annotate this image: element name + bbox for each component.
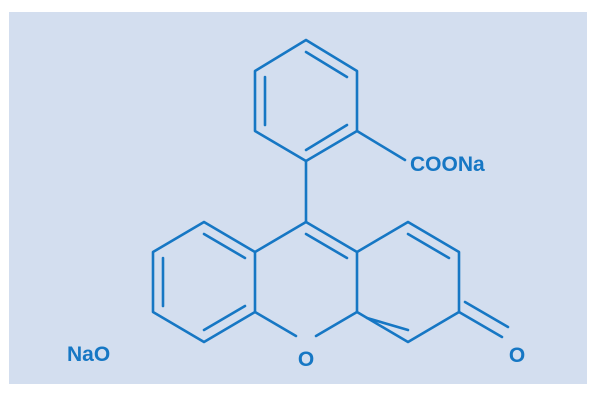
left-double-bond-2 xyxy=(202,304,247,332)
carbonyl-bond-2 xyxy=(463,300,510,329)
carboxylate-bond xyxy=(355,129,407,162)
benzoate-ring-outline xyxy=(253,38,359,163)
central-bond-right-oxygen xyxy=(314,310,359,338)
benzoate-double-bond-1 xyxy=(304,50,349,79)
left-ring-outline xyxy=(151,220,257,344)
carboxylate-label: COONa xyxy=(410,153,485,176)
central-double-bond xyxy=(304,232,349,260)
carbonyl-bond-1 xyxy=(457,310,504,339)
ring-oxygen-label: O xyxy=(298,348,314,371)
central-bond-left-oxygen xyxy=(253,310,298,338)
diagram-panel xyxy=(9,12,587,384)
right-double-bond-1 xyxy=(406,232,451,260)
central-bond-left-top xyxy=(253,220,308,254)
left-double-bond-1 xyxy=(202,232,247,260)
phenoxide-label: NaO xyxy=(67,343,110,366)
right-double-bond-2 xyxy=(365,316,410,332)
central-bond-right-top xyxy=(304,220,359,254)
right-ring xyxy=(355,220,461,344)
left-ring xyxy=(151,220,257,344)
central-xanthene-ring xyxy=(253,220,359,338)
benzoate-ring xyxy=(253,38,359,163)
right-ring-outline xyxy=(355,220,461,344)
benzoate-double-bond-2 xyxy=(304,123,349,152)
carbonyl-oxygen-label: O xyxy=(509,344,525,367)
